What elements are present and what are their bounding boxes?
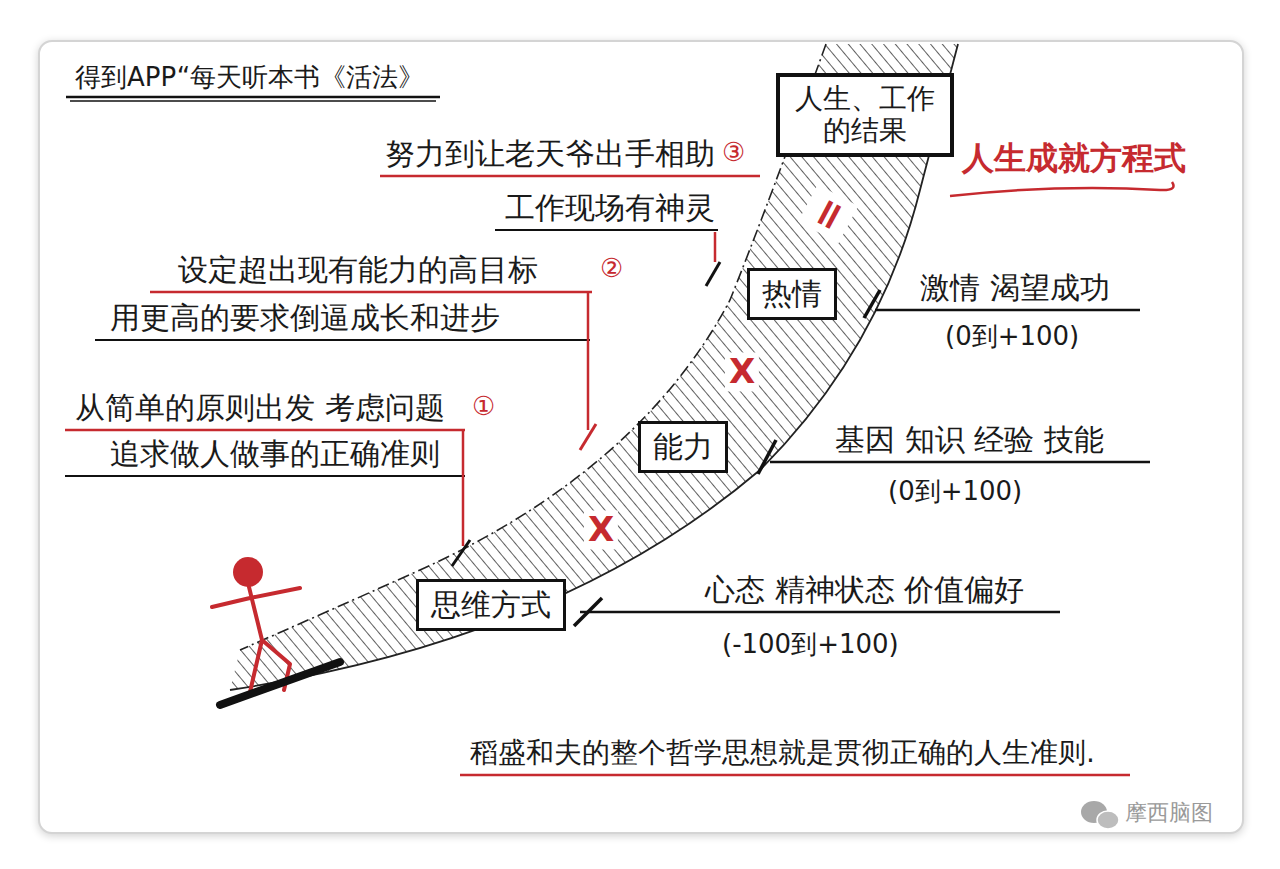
box-label: 思维方式 — [431, 588, 551, 623]
leader-line — [580, 611, 1060, 614]
figure-head — [233, 557, 263, 587]
leader-line — [462, 430, 465, 546]
watermark-icon — [1097, 811, 1119, 829]
leader-line — [65, 429, 465, 432]
leader-slash — [580, 424, 596, 450]
equation-heading: 人生成就方程式 — [962, 140, 1186, 177]
equation-box: 人生、工作 的结果 — [776, 73, 954, 157]
skateboard — [220, 662, 340, 705]
leader-line — [65, 475, 465, 477]
title-underline — [66, 96, 440, 99]
operator-multiply: X — [725, 352, 759, 391]
callout-number: ② — [600, 254, 623, 284]
callout-number: ① — [472, 392, 495, 422]
leader-slash — [706, 262, 720, 286]
leader-line — [380, 175, 760, 178]
principle-text: 设定超出现有能力的高目标 — [178, 253, 538, 288]
title: 得到APP“每天听本书《活法》 — [75, 63, 424, 93]
box-label: 热情 — [762, 277, 822, 312]
operator-multiply: X — [584, 510, 618, 549]
leader-slash — [758, 440, 776, 474]
value-range: (0到+100) — [945, 322, 1079, 352]
principle-text: 追求做人做事的正确准则 — [110, 437, 440, 472]
factor-detail: 激情 渴望成功 — [920, 271, 1110, 306]
operator-equals: = — [798, 185, 858, 243]
leader-slash — [864, 290, 880, 318]
caption-underline — [460, 774, 1130, 777]
heading-underline — [950, 182, 1174, 196]
watermark: 摩西脑图 — [1125, 800, 1213, 825]
title-underline — [70, 100, 436, 102]
factor-detail: 基因 知识 经验 技能 — [835, 423, 1104, 458]
value-range: (-100到+100) — [722, 630, 899, 660]
caption: 稻盛和夫的整个哲学思想就是贯彻正确的人生准则. — [470, 737, 1095, 769]
principle-text: 用更高的要求倒逼成长和进步 — [110, 301, 500, 336]
box-label: 能力 — [653, 430, 713, 465]
leader-line — [770, 461, 1150, 464]
principle-text: 从简单的原则出发 考虑问题 — [75, 391, 445, 426]
principle-text: 工作现场有神灵 — [505, 191, 715, 226]
equation-box: 热情 — [747, 268, 837, 321]
equation-box: 思维方式 — [416, 579, 566, 632]
value-range: (0到+100) — [888, 477, 1022, 507]
leader-line — [875, 309, 1140, 312]
leader-line — [495, 229, 718, 231]
leader-line — [95, 339, 590, 341]
box-label: 人生、工作 的结果 — [792, 83, 938, 147]
principle-text: 努力到让老天爷出手相助 — [385, 137, 715, 172]
figure-body — [212, 587, 300, 692]
leader-line — [587, 292, 590, 430]
factor-detail: 心态 精神状态 价值偏好 — [705, 573, 1024, 608]
equation-box: 能力 — [638, 421, 728, 474]
leader-slash — [452, 540, 470, 566]
callout-number: ③ — [722, 138, 745, 168]
band-edge-dashed — [240, 44, 826, 650]
leader-line — [714, 232, 717, 262]
leader-line — [150, 291, 592, 294]
